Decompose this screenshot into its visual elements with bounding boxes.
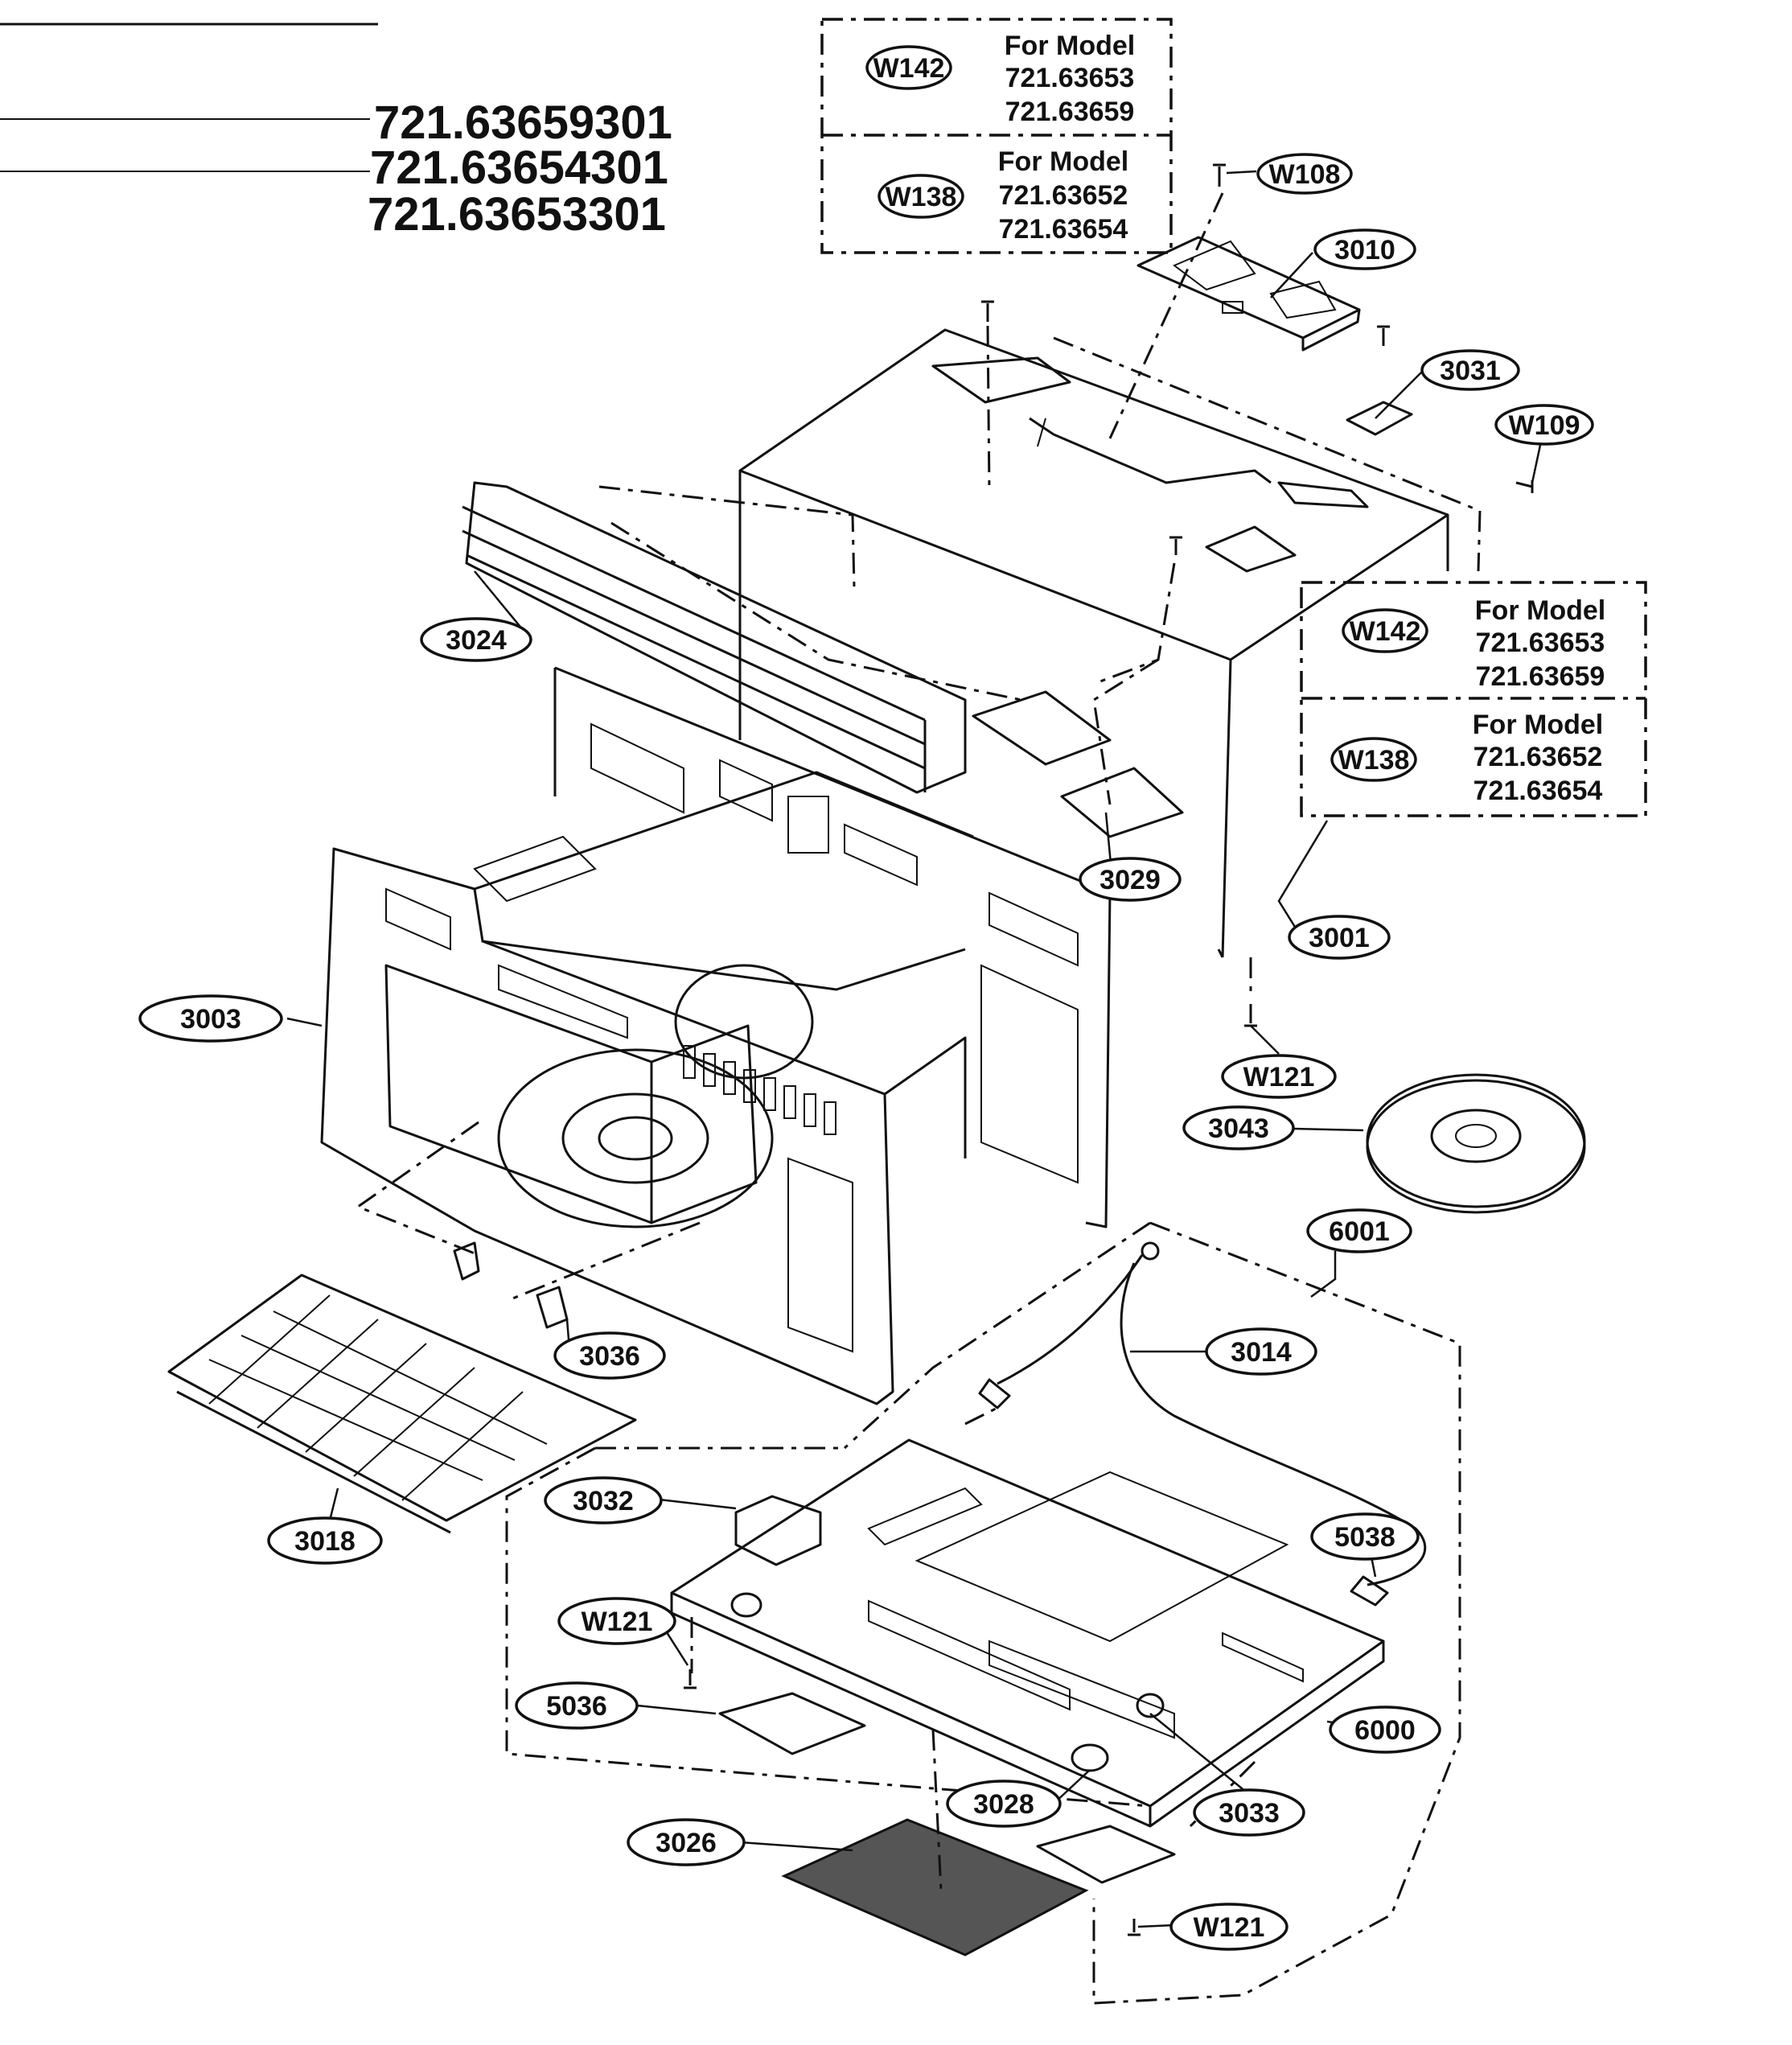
label-w121-b: W121 <box>557 1597 676 1645</box>
label-3018: 3018 <box>267 1516 383 1565</box>
model-number-3: 721.63653301 <box>368 188 666 241</box>
vent-grille-3024 <box>462 481 967 794</box>
box-model: 721.63659 <box>1476 661 1605 692</box>
svg-text:5038: 5038 <box>1334 1522 1395 1553</box>
label-w108: W108 <box>1256 153 1353 195</box>
label-3029: 3029 <box>1079 857 1182 902</box>
box-heading: For Model <box>1475 595 1605 626</box>
svg-text:3043: 3043 <box>1208 1113 1269 1144</box>
svg-text:5036: 5036 <box>546 1691 607 1722</box>
assembly-guides <box>355 192 1482 2005</box>
label-3043: 3043 <box>1182 1105 1295 1150</box>
grease-filter-3026 <box>781 1818 1089 1957</box>
svg-text:6001: 6001 <box>1329 1216 1390 1247</box>
svg-text:6000: 6000 <box>1354 1715 1416 1746</box>
bracket-3010 <box>1136 236 1361 352</box>
screws <box>684 163 1534 1936</box>
svg-text:3014: 3014 <box>1231 1337 1292 1368</box>
box-code: W142 <box>1350 616 1421 647</box>
svg-text:W121: W121 <box>582 1607 653 1637</box>
svg-text:3031: 3031 <box>1440 356 1501 386</box>
box-heading: For Model <box>1005 31 1135 61</box>
box-code: W142 <box>873 53 945 84</box>
label-3014: 3014 <box>1205 1327 1317 1376</box>
svg-text:3032: 3032 <box>573 1486 634 1516</box>
fan-3032 <box>734 1495 822 1566</box>
model-number-1: 721.63659301 <box>374 97 672 149</box>
label-6000: 6000 <box>1329 1706 1441 1754</box>
svg-text:3036: 3036 <box>579 1341 640 1372</box>
turntable-3043 <box>1366 1073 1586 1214</box>
model-box-right: W142 For Model 721.63653 721.63659 W138 … <box>1300 581 1647 817</box>
wiring-harness-3014 <box>978 1241 1427 1607</box>
svg-text:3001: 3001 <box>1309 923 1370 953</box>
box-model: 721.63652 <box>1473 742 1603 772</box>
label-3033: 3033 <box>1193 1788 1305 1837</box>
box-model: 721.63653 <box>1476 627 1605 658</box>
box-heading: For Model <box>998 146 1128 177</box>
svg-text:W109: W109 <box>1509 410 1580 441</box>
svg-text:3003: 3003 <box>180 1004 241 1035</box>
svg-text:3033: 3033 <box>1219 1798 1280 1829</box>
outer-case-3001 <box>738 328 1449 958</box>
svg-text:W108: W108 <box>1269 159 1341 190</box>
box-model: 721.63654 <box>1473 776 1603 806</box>
label-6001: 6001 <box>1306 1208 1412 1253</box>
latch-3036 <box>453 1241 569 1329</box>
header-rules <box>0 23 378 172</box>
svg-text:3028: 3028 <box>973 1789 1034 1820</box>
rear-panel <box>553 666 1112 1228</box>
label-w109: W109 <box>1494 404 1594 446</box>
oven-rack-3018 <box>167 1273 637 1534</box>
svg-text:3018: 3018 <box>294 1526 356 1557</box>
label-w121-a: W121 <box>1221 1054 1337 1099</box>
label-3028: 3028 <box>946 1780 1062 1828</box>
svg-text:W121: W121 <box>1243 1062 1315 1092</box>
label-5038: 5038 <box>1310 1512 1420 1561</box>
label-w121-c: W121 <box>1169 1903 1289 1951</box>
label-3031: 3031 <box>1420 349 1520 391</box>
lamp-3028 <box>730 1592 1165 1772</box>
box-heading: For Model <box>1473 710 1603 740</box>
svg-text:W121: W121 <box>1194 1912 1265 1943</box>
box-model: 721.63653 <box>1005 63 1135 93</box>
box-model: 721.63652 <box>999 180 1128 211</box>
box-code: W138 <box>886 182 957 212</box>
label-3024: 3024 <box>420 617 532 662</box>
label-3010: 3010 <box>1313 228 1416 270</box>
label-5036: 5036 <box>515 1681 639 1730</box>
box-model: 721.63659 <box>1005 97 1135 127</box>
model-box-top: W142 For Model 721.63653 721.63659 W138 … <box>820 18 1173 254</box>
svg-text:3010: 3010 <box>1334 235 1395 265</box>
base-plate-6000 <box>670 1438 1385 1828</box>
bracket-3029 <box>972 690 1184 838</box>
oven-cavity-3003 <box>320 771 974 1405</box>
svg-text:3026: 3026 <box>656 1828 717 1858</box>
bracket-3031 <box>1346 401 1413 436</box>
box-code: W138 <box>1338 745 1410 776</box>
label-3001: 3001 <box>1288 915 1391 960</box>
label-3036: 3036 <box>553 1331 666 1380</box>
label-3003: 3003 <box>138 994 283 1043</box>
cover-5036 <box>718 1692 1176 1884</box>
svg-text:3024: 3024 <box>446 625 507 656</box>
leader-lines <box>286 170 1546 1928</box>
svg-text:3029: 3029 <box>1099 865 1161 895</box>
label-3026: 3026 <box>627 1818 746 1866</box>
label-3032: 3032 <box>544 1476 663 1524</box>
model-number-2: 721.63654301 <box>370 142 668 194</box>
box-model: 721.63654 <box>999 214 1128 245</box>
